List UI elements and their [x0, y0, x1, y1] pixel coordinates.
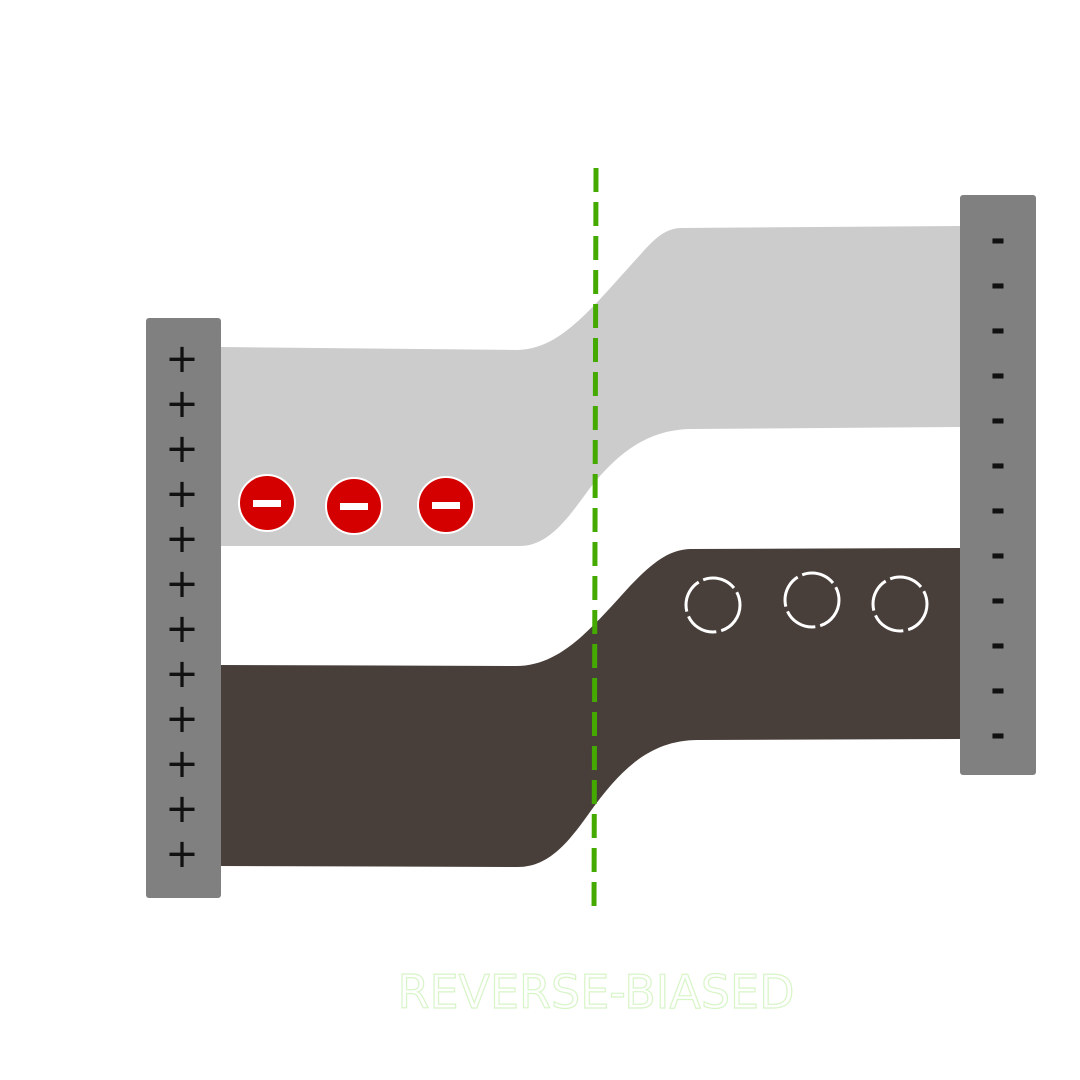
- negative-signs: ------------: [991, 219, 1006, 755]
- positive-sign: +: [165, 741, 199, 787]
- positive-sign: +: [165, 606, 199, 652]
- positive-signs: ++++++++++++: [165, 336, 199, 877]
- negative-sign: -: [991, 354, 1006, 395]
- positive-sign: +: [165, 471, 199, 517]
- negative-terminal: [960, 195, 1036, 775]
- negative-sign: -: [991, 219, 1006, 260]
- negative-sign: -: [991, 534, 1006, 575]
- hole: [871, 575, 929, 633]
- electron: [325, 477, 383, 535]
- negative-sign: -: [991, 399, 1006, 440]
- negative-sign: -: [991, 264, 1006, 305]
- positive-sign: +: [165, 336, 199, 382]
- negative-sign: -: [991, 489, 1006, 530]
- electron: [417, 476, 475, 534]
- positive-terminal: [146, 318, 221, 898]
- lower-energy-band: [220, 548, 960, 867]
- hole: [783, 571, 841, 629]
- negative-sign: -: [991, 624, 1006, 665]
- electron: [238, 474, 296, 532]
- positive-sign: +: [165, 426, 199, 472]
- positive-sign: +: [165, 561, 199, 607]
- diagram-caption: REVERSE-BIASED: [397, 965, 794, 1019]
- positive-sign: +: [165, 786, 199, 832]
- upper-energy-band: [220, 226, 960, 546]
- negative-sign: -: [991, 309, 1006, 350]
- positive-sign: +: [165, 651, 199, 697]
- negative-sign: -: [991, 714, 1006, 755]
- negative-sign: -: [991, 669, 1006, 710]
- positive-sign: +: [165, 696, 199, 742]
- hole: [684, 576, 742, 634]
- positive-sign: +: [165, 831, 199, 877]
- junction-line: [591, 167, 599, 913]
- negative-sign: -: [991, 444, 1006, 485]
- positive-sign: +: [165, 381, 199, 427]
- positive-sign: +: [165, 516, 199, 562]
- negative-sign: -: [991, 579, 1006, 620]
